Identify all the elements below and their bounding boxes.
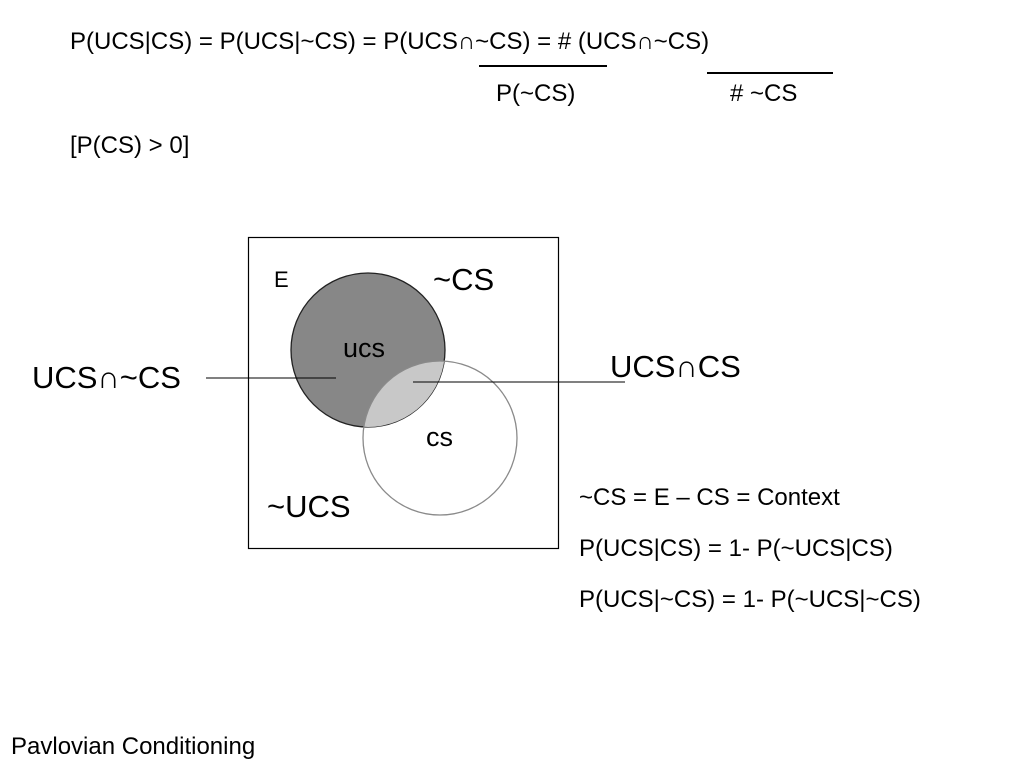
callout-ucs-and-not-cs: UCS∩~CS xyxy=(32,360,181,395)
callout-ucs-and-cs: UCS∩CS xyxy=(610,349,741,384)
cs-circle xyxy=(362,360,518,516)
fraction-bar-probability xyxy=(479,65,607,67)
equation-ucs-given-cs: P(UCS|CS) = 1- P(~UCS|CS) xyxy=(579,535,893,562)
equation-context: ~CS = E – CS = Context xyxy=(579,484,840,511)
formula-denominator-probability: P(~CS) xyxy=(496,80,576,107)
overlap-region xyxy=(363,361,445,427)
not-cs-label: ~CS xyxy=(433,262,495,297)
equation-ucs-given-not-cs: P(UCS|~CS) = 1- P(~UCS|~CS) xyxy=(579,586,921,613)
formula-denominator-count: # ~CS xyxy=(730,80,798,107)
formula-main: P(UCS|CS) = P(UCS|~CS) = P(UCS∩~CS) = # … xyxy=(70,28,710,55)
universe-label: E xyxy=(274,267,289,292)
not-ucs-label: ~UCS xyxy=(267,489,351,524)
formula-condition: [P(CS) > 0] xyxy=(70,132,190,159)
cs-label: cs xyxy=(426,422,453,452)
slide-title: Pavlovian Conditioning xyxy=(11,733,256,760)
ucs-label: ucs xyxy=(343,333,386,363)
fraction-bar-count xyxy=(707,72,833,74)
